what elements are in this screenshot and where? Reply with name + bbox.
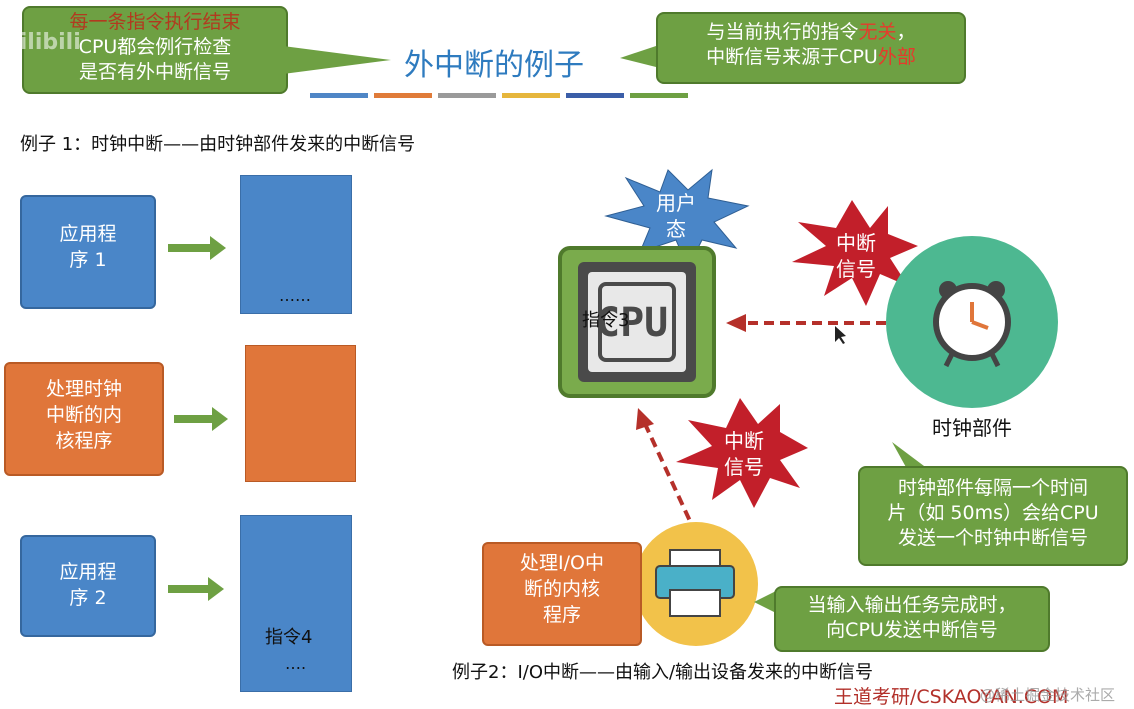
app1-line1: 应用程	[59, 223, 117, 245]
instr3-label: 指令3	[582, 310, 630, 331]
clock-signal-burst	[792, 200, 918, 306]
io-kernel-scroll: 处理I/O中 断的内核 程序	[482, 542, 642, 646]
app2-line1: 应用程	[59, 561, 117, 583]
cpu-label: CPU	[596, 300, 669, 346]
user-mode-label: 用户 态	[648, 190, 704, 242]
check-callout-line1: 每一条指令执行结束	[69, 11, 241, 33]
io-signal-line1: 中断	[724, 429, 764, 453]
bilibili-watermark: bilibili	[4, 30, 81, 55]
app2-scroll: 应用程 序 2	[20, 535, 156, 637]
clock-callout: 时钟部件每隔一个时间 片（如 50ms）会给CPU 发送一个时钟中断信号	[858, 466, 1128, 566]
io-callout-line2: 向CPU发送中断信号	[826, 619, 998, 641]
example1-label: 例子 1：时钟中断——由时钟部件发来的中断信号	[20, 134, 416, 155]
app1-line2: 序 1	[69, 249, 107, 271]
color-bar-5	[566, 93, 624, 98]
color-bar-2	[374, 93, 432, 98]
kernel-memory-block	[245, 345, 356, 482]
clock-signal-label: 中断 信号	[828, 230, 884, 282]
color-bar-3	[438, 93, 496, 98]
io-kernel-line2: 断的内核	[523, 578, 600, 600]
app1-memory-block: ……	[240, 175, 352, 314]
io-signal-label: 中断 信号	[716, 428, 772, 480]
kernel-clock-line2: 中断的内	[45, 404, 122, 426]
check-callout: 每一条指令执行结束 CPU都会例行检查 是否有外中断信号	[22, 6, 288, 94]
title-color-bars	[310, 93, 690, 98]
example2-label: 例子2：I/O中断——由输入/输出设备发来的中断信号	[452, 662, 874, 683]
clock-callout-line1: 时钟部件每隔一个时间	[897, 477, 1088, 499]
user-mode-line1: 用户	[656, 191, 696, 215]
check-callout-line2: CPU都会例行检查	[78, 36, 232, 58]
io-kernel-line3: 程序	[542, 604, 581, 626]
cpu-chip	[558, 246, 716, 398]
io-signal-line2: 信号	[724, 455, 764, 479]
page-title: 外中断的例子	[404, 48, 584, 83]
clock-callout-line3: 发送一个时钟中断信号	[897, 527, 1088, 549]
kernel-clock-scroll: 处理时钟 中断的内 核程序	[4, 362, 164, 476]
clock-callout-line2: 片（如 50ms）会给CPU	[887, 502, 1099, 524]
io-signal-burst	[676, 398, 808, 508]
footer-brand: 王道考研/CSKAOYAN.COM	[834, 686, 1069, 708]
source-callout-line2: 中断信号来源于CPU外部	[706, 46, 916, 68]
color-bar-1	[310, 93, 368, 98]
clock-signal-line2: 信号	[836, 257, 876, 281]
app1-arrow	[168, 236, 226, 260]
kernel-clock-line3: 核程序	[55, 430, 113, 452]
io-to-cpu-arrow	[644, 425, 698, 535]
app1-scroll: 应用程 序 1	[20, 195, 156, 309]
app2-instr4: 指令4	[265, 627, 313, 648]
check-callout-pointer	[283, 46, 391, 74]
io-callout-line1: 当输入输出任务完成时，	[807, 594, 1017, 616]
kernel-clock-line1: 处理时钟	[45, 378, 122, 400]
app2-memory-block: 指令4 ….	[240, 515, 352, 692]
mouse-cursor-icon	[835, 326, 846, 344]
clock-component-label: 时钟部件	[932, 416, 1012, 440]
source-callout: 与当前执行的指令无关， 中断信号来源于CPU外部	[656, 12, 966, 84]
kernel-clock-arrow	[174, 407, 228, 431]
user-mode-line2: 态	[666, 217, 686, 241]
app1-ellipsis: ……	[279, 286, 311, 305]
check-callout-line3: 是否有外中断信号	[78, 61, 231, 83]
source-callout-line1: 与当前执行的指令无关，	[706, 21, 916, 43]
io-callout-pointer	[754, 590, 778, 614]
app2-ellipsis: ….	[285, 654, 307, 673]
clock-signal-line1: 中断	[836, 231, 876, 255]
printer-icon	[655, 549, 735, 617]
io-kernel-line1: 处理I/O中	[520, 552, 604, 574]
footer-community: @稀土掘金技术社区	[980, 686, 1116, 704]
clock-icon	[933, 281, 1011, 368]
app2-line2: 序 2	[69, 587, 107, 609]
app2-arrow	[168, 577, 224, 601]
color-bar-6	[630, 93, 688, 98]
color-bar-4	[502, 93, 560, 98]
io-callout: 当输入输出任务完成时， 向CPU发送中断信号	[774, 586, 1050, 652]
